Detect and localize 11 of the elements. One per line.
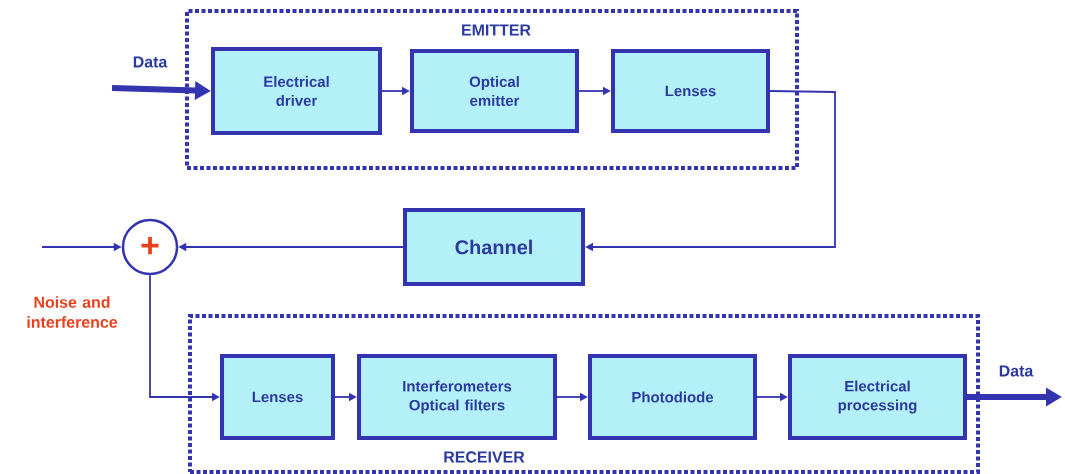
block-box: Lenses [611, 49, 770, 133]
block-box: Photodiode [588, 354, 757, 440]
edge-label: Data [999, 365, 1034, 377]
block-box: Interferometers Optical filters [357, 354, 557, 440]
edge-label: Data [133, 56, 168, 68]
edge-label: Noise and interference [27, 296, 118, 328]
block-box: Electrical processing [788, 354, 967, 440]
block-box: Electrical driver [211, 47, 382, 135]
block-box: Optical emitter [410, 49, 579, 133]
block-box: Lenses [220, 354, 335, 440]
block-box: Channel [403, 208, 585, 286]
